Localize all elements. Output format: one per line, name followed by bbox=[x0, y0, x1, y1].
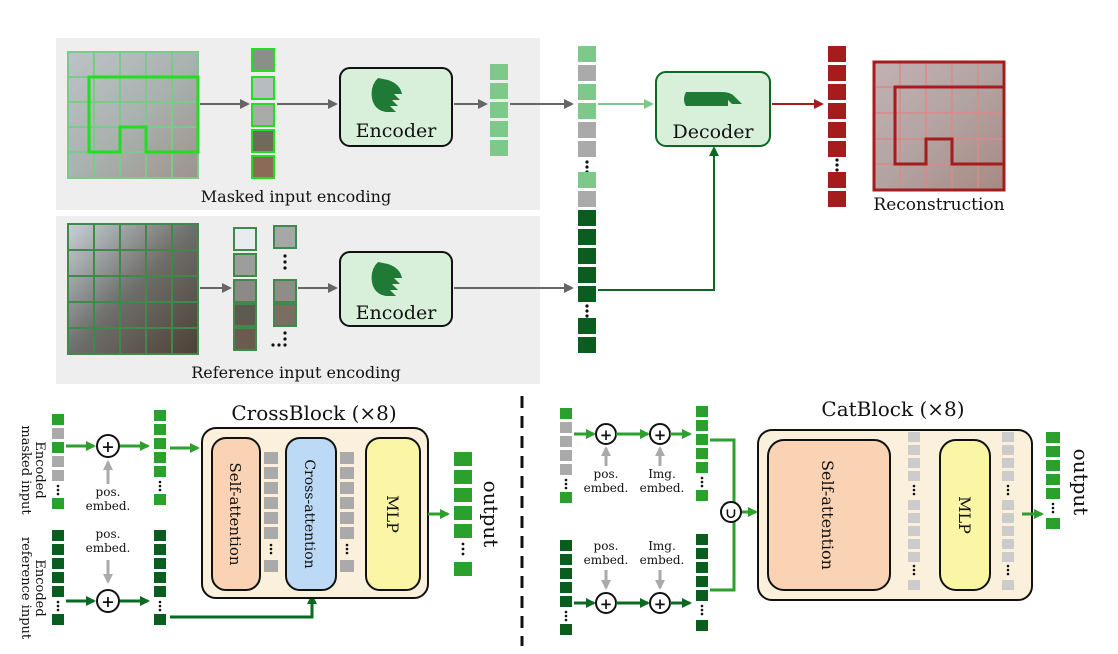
croco-icon bbox=[371, 78, 402, 112]
cat-self-attention-box: Self-attention bbox=[767, 439, 891, 591]
cat-masked-embedded bbox=[696, 406, 708, 501]
cat-tokens-a bbox=[908, 432, 920, 590]
cat-reference-tokens bbox=[560, 540, 572, 635]
cross-reference-embedded bbox=[154, 530, 166, 625]
pos-embed-label-ref-2: embed. bbox=[86, 541, 131, 555]
svg-text:Encoded: Encoded bbox=[32, 441, 47, 498]
cat-mlp-box: MLP bbox=[939, 439, 991, 591]
cat-tokens-b bbox=[1002, 432, 1014, 590]
cat-reference-embedded bbox=[696, 534, 708, 631]
svg-text:Cross-attention: Cross-attention bbox=[301, 459, 317, 568]
token-sequence bbox=[578, 46, 596, 353]
svg-text:masked input: masked input bbox=[18, 425, 33, 515]
pos-embed-label-ref: pos. bbox=[96, 527, 121, 541]
add-pos-embed-ref: + bbox=[96, 589, 120, 613]
cat-add-img-ref: + bbox=[649, 592, 671, 614]
crossblock-input-labels: Encoded masked input Encoded reference i… bbox=[18, 425, 47, 640]
svg-text:Encoder: Encoder bbox=[356, 302, 438, 324]
cross-self-attention-box: Self-attention bbox=[211, 437, 261, 591]
svg-text:reference input: reference input bbox=[18, 537, 33, 640]
crossblock-title: CrossBlock (×8) bbox=[231, 401, 396, 425]
cat-img-label-ref: Img. bbox=[648, 539, 676, 553]
add-pos-embed-masked: + bbox=[96, 434, 120, 458]
pos-embed-label-masked: pos. bbox=[96, 485, 121, 499]
svg-text:+: + bbox=[654, 426, 667, 444]
reconstruction-caption: Reconstruction bbox=[873, 195, 1004, 215]
svg-text:Decoder: Decoder bbox=[672, 121, 754, 143]
encoded-masked-tokens bbox=[490, 64, 508, 156]
svg-text:+: + bbox=[654, 595, 667, 613]
arrow-reference-to-decoder bbox=[598, 146, 719, 291]
masked-patches bbox=[251, 48, 275, 179]
pos-embed-label-masked-2: embed. bbox=[86, 499, 131, 513]
cross-reference-tokens bbox=[52, 530, 64, 625]
masked-input-image bbox=[67, 51, 200, 179]
arrow-ref-to-cross-attention bbox=[170, 594, 317, 619]
svg-text:MLP: MLP bbox=[955, 496, 974, 534]
catblock-title: CatBlock (×8) bbox=[821, 397, 964, 421]
masked-encoder-box: Encoder bbox=[339, 67, 453, 147]
croco-icon bbox=[371, 262, 402, 296]
cat-img-label-masked-2: embed. bbox=[640, 481, 685, 495]
cross-attention-box: Cross-attention bbox=[285, 437, 337, 591]
svg-text:+: + bbox=[600, 426, 613, 444]
reconstruction-image bbox=[872, 60, 1006, 192]
svg-text:+: + bbox=[101, 592, 114, 611]
cat-pos-label-ref-2: embed. bbox=[584, 553, 629, 567]
cross-masked-tokens bbox=[52, 414, 64, 509]
decoder-box: Decoder bbox=[655, 71, 771, 147]
svg-text:+: + bbox=[101, 437, 114, 456]
cross-tokens-a bbox=[264, 452, 278, 572]
cat-img-label-ref-2: embed. bbox=[640, 553, 685, 567]
cross-masked-embedded bbox=[154, 410, 166, 505]
cat-img-label-masked: Img. bbox=[648, 467, 676, 481]
reference-input-image bbox=[67, 223, 199, 355]
svg-text:Encoder: Encoder bbox=[356, 120, 438, 142]
cat-pos-label-masked-2: embed. bbox=[584, 481, 629, 495]
svg-text:+: + bbox=[600, 595, 613, 613]
cat-output-label: output bbox=[1069, 449, 1093, 516]
cross-tokens-b bbox=[340, 452, 354, 572]
reconstructed-tokens bbox=[828, 46, 846, 207]
cross-output-label: output bbox=[479, 481, 503, 548]
svg-text:∪: ∪ bbox=[725, 506, 737, 522]
cat-pos-label-masked: pos. bbox=[594, 467, 619, 481]
reference-caption: Reference input encoding bbox=[191, 363, 401, 382]
cat-pos-label-ref: pos. bbox=[594, 539, 619, 553]
reference-patches bbox=[233, 225, 297, 351]
cat-output-tokens bbox=[1046, 432, 1060, 529]
croco-icon bbox=[684, 92, 742, 106]
patch-ellipsis bbox=[271, 254, 287, 347]
cat-add-pos-masked: + bbox=[595, 423, 617, 445]
svg-text:Self-attention: Self-attention bbox=[226, 462, 244, 565]
masked-caption: Masked input encoding bbox=[201, 187, 391, 206]
cat-masked-tokens bbox=[560, 408, 572, 503]
cat-add-img-masked: + bbox=[649, 423, 671, 445]
cross-mlp-box: MLP bbox=[365, 437, 421, 591]
svg-text:Self-attention: Self-attention bbox=[818, 460, 837, 570]
cross-output-tokens bbox=[454, 452, 472, 576]
reference-encoder-box: Encoder bbox=[339, 251, 453, 327]
cat-add-pos-ref: + bbox=[595, 592, 617, 614]
svg-text:MLP: MLP bbox=[383, 495, 402, 533]
svg-text:Encoded: Encoded bbox=[32, 559, 47, 616]
concat-union-symbol: ∪ bbox=[720, 501, 742, 523]
